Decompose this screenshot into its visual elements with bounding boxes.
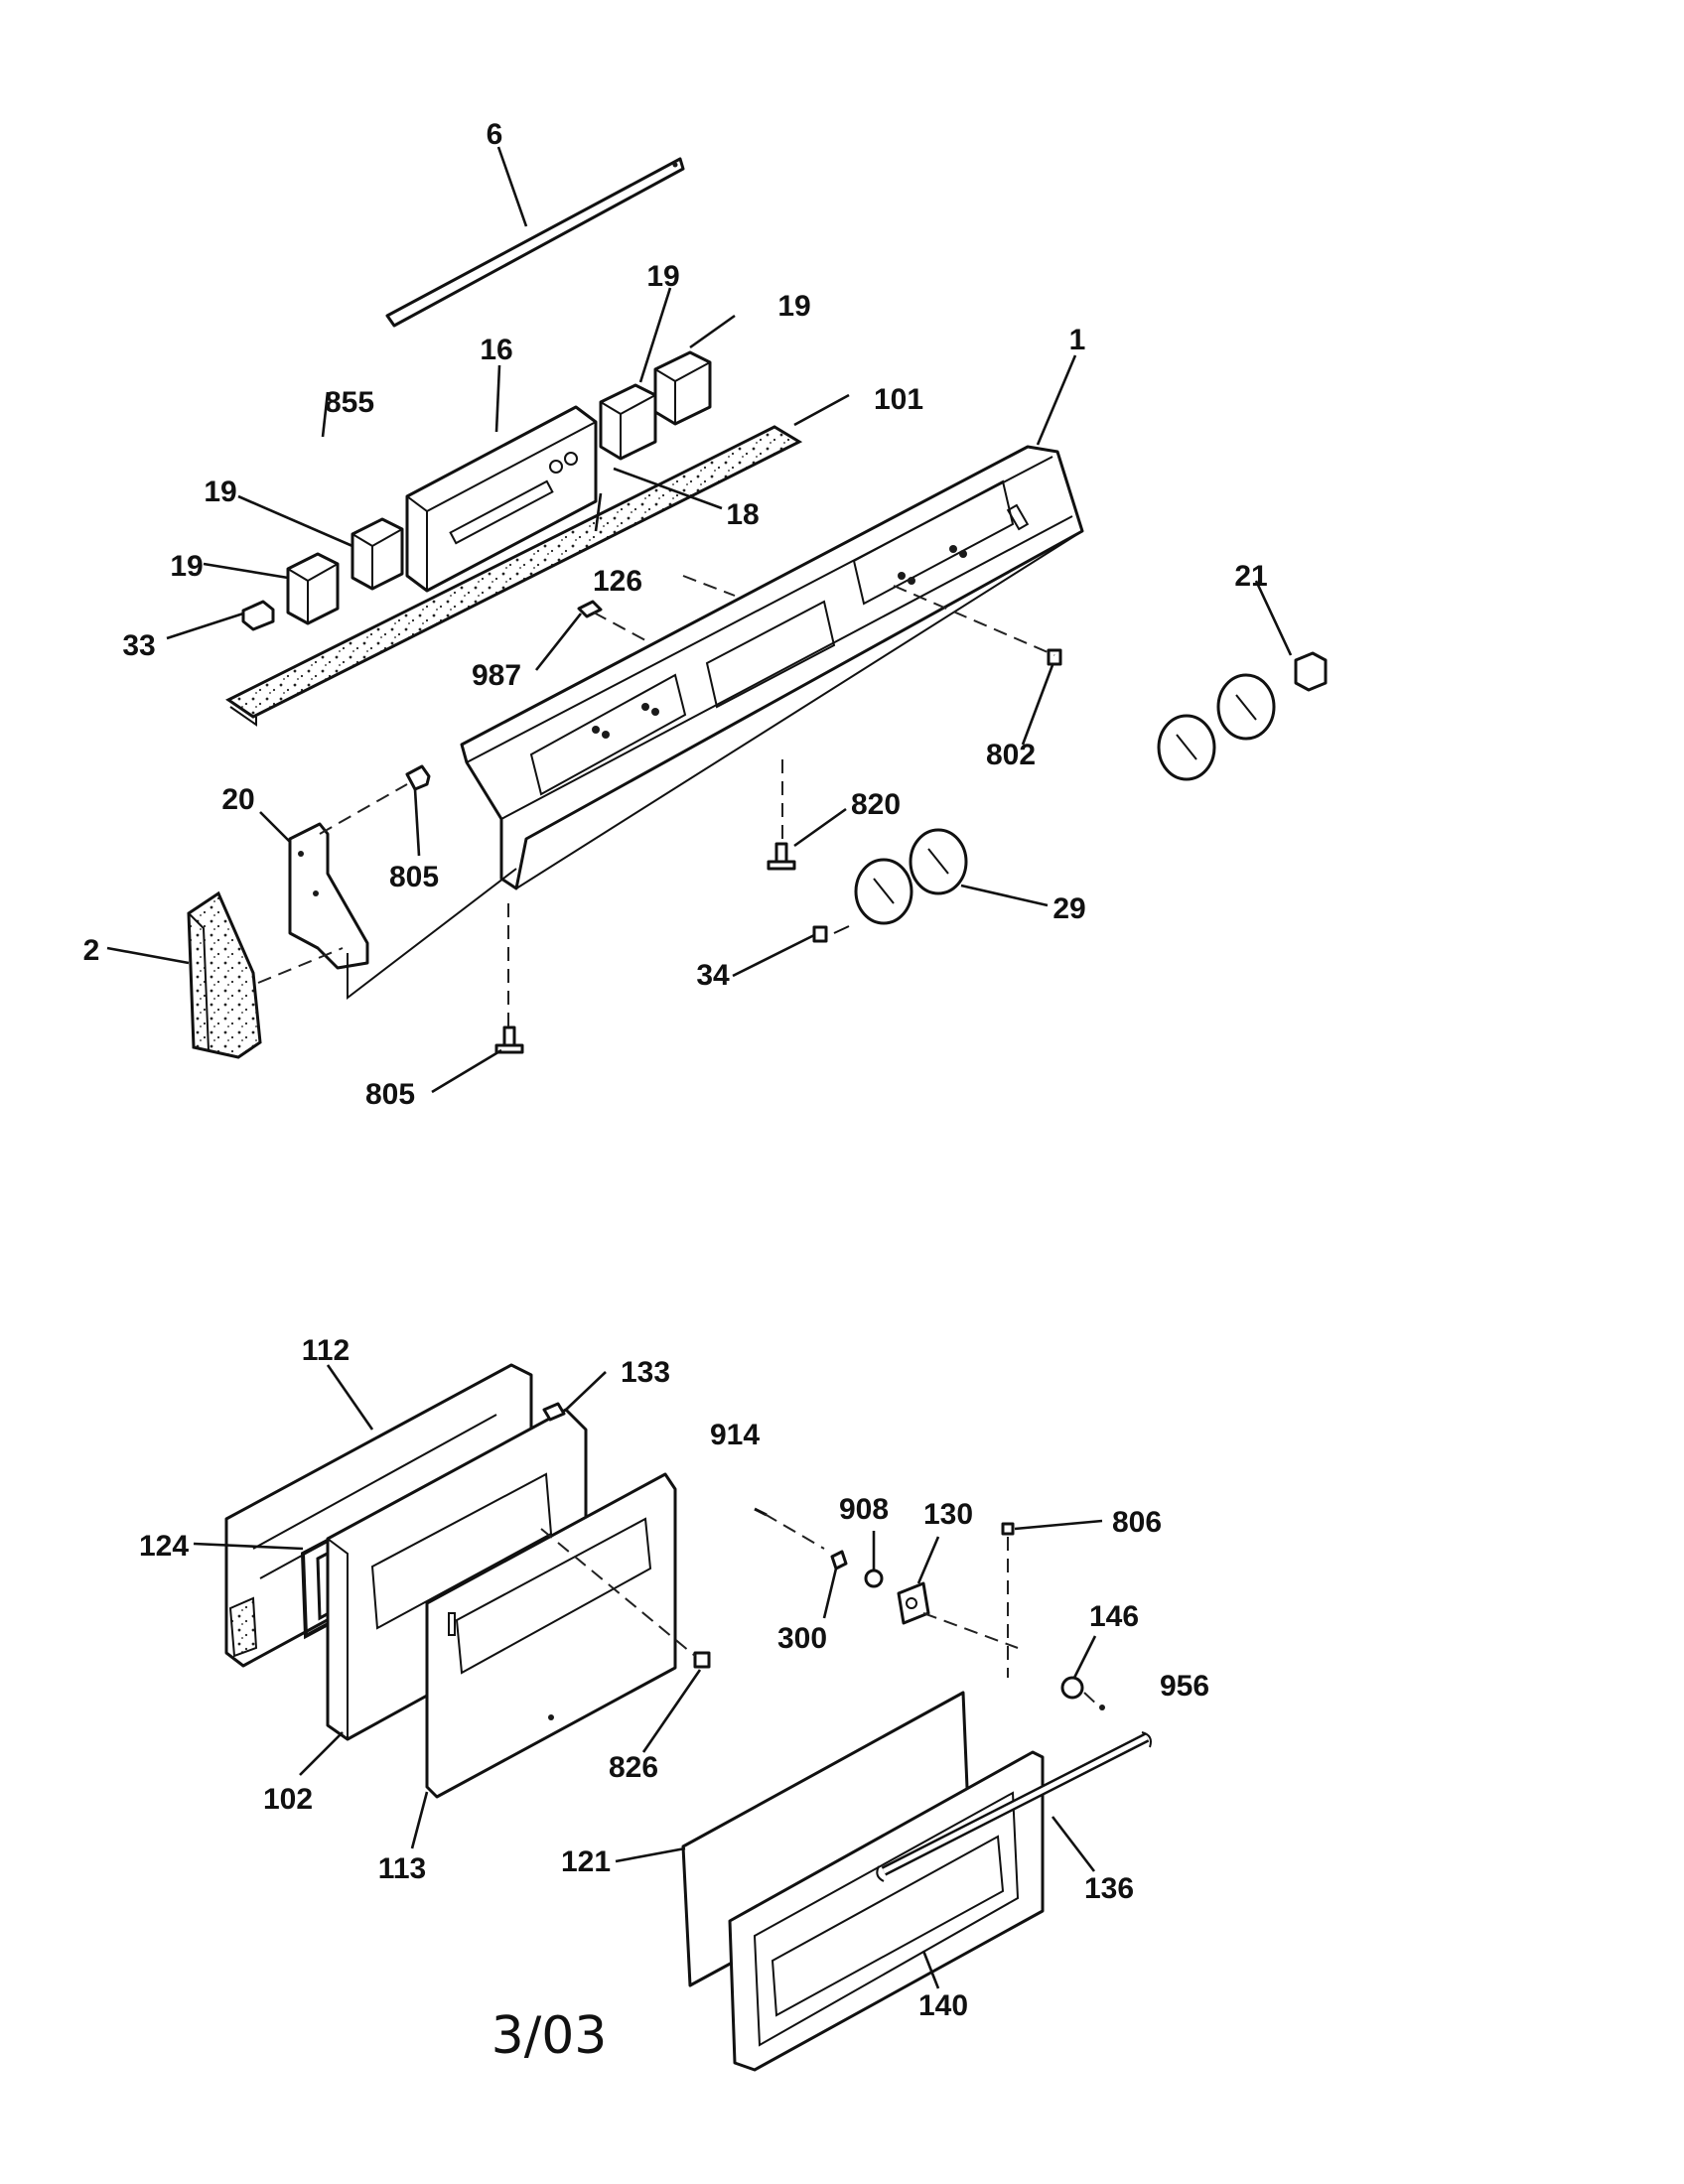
label-21: 21: [1234, 560, 1267, 593]
part-19-switch-b: [653, 350, 712, 426]
part-826-screw: [693, 1651, 711, 1669]
label-805: 805: [365, 1078, 415, 1111]
part-130-hinge-clip: [897, 1581, 930, 1625]
label-19: 19: [170, 550, 203, 583]
part-33-clip: [241, 600, 275, 631]
part-19-switch-d: [286, 552, 340, 625]
label-300: 300: [777, 1622, 827, 1655]
label-121: 121: [561, 1845, 611, 1878]
part-29-knob-b: [909, 828, 968, 895]
label-130: 130: [923, 1498, 973, 1531]
part-19-switch-a: [599, 383, 657, 461]
label-124: 124: [139, 1530, 189, 1563]
part-1-backguard: [460, 445, 1084, 890]
label-126: 126: [593, 565, 642, 598]
part-806-screw: [1001, 1522, 1015, 1536]
label-133: 133: [621, 1356, 670, 1389]
part-16-control-board: [405, 405, 598, 593]
label-826: 826: [609, 1751, 658, 1784]
label-806: 806: [1112, 1506, 1162, 1539]
label-34: 34: [696, 959, 730, 992]
part-knob-d: [1216, 673, 1276, 741]
part-101-bracket: [225, 425, 803, 727]
part-21-small-knob: [1294, 651, 1328, 692]
label-18: 18: [726, 498, 759, 531]
label-140: 140: [918, 1989, 968, 2022]
part-knob-c: [1157, 714, 1216, 781]
label-914: 914: [710, 1419, 760, 1451]
part-29-knob-a: [854, 858, 913, 925]
label-820: 820: [851, 788, 901, 821]
footer-date-code: 3/03: [491, 2006, 608, 2066]
label-102: 102: [263, 1783, 313, 1816]
label-19: 19: [777, 290, 810, 323]
label-101: 101: [874, 383, 923, 416]
part-19-switch-c: [351, 517, 404, 591]
label-19: 19: [646, 260, 679, 293]
part-805-screw-a: [405, 764, 431, 791]
label-908: 908: [839, 1493, 889, 1526]
part-113-liner: [425, 1472, 677, 1799]
part-300-screw: [830, 1550, 848, 1570]
label-146: 146: [1089, 1600, 1139, 1633]
label-20: 20: [221, 783, 254, 816]
label-29: 29: [1052, 892, 1085, 925]
part-802-screw: [1047, 648, 1062, 666]
part-34-screw: [812, 925, 828, 943]
label-136: 136: [1084, 1872, 1134, 1905]
part-6-strip: [385, 157, 685, 328]
part-2-end-cap: [187, 890, 262, 1059]
label-16: 16: [480, 334, 512, 366]
part-805-screw-b: [494, 1025, 524, 1054]
label-855: 855: [325, 386, 374, 419]
label-33: 33: [122, 629, 155, 662]
part-20-end-bracket: [288, 822, 369, 970]
label-802: 802: [986, 739, 1036, 771]
part-820-screw: [767, 842, 796, 871]
label-805: 805: [389, 861, 439, 893]
part-136-handle: [876, 1731, 1152, 1882]
part-133-clip: [542, 1402, 566, 1422]
part-908-washer: [864, 1569, 884, 1588]
part-987-clip: [577, 600, 603, 618]
label-112: 112: [302, 1334, 350, 1367]
label-19: 19: [204, 476, 236, 508]
part-956-pin: [1099, 1705, 1105, 1710]
label-987: 987: [472, 659, 521, 692]
label-2: 2: [83, 934, 100, 967]
label-956: 956: [1160, 1670, 1209, 1703]
label-6: 6: [487, 118, 503, 151]
part-146-knob: [1060, 1676, 1084, 1700]
label-1: 1: [1069, 324, 1086, 356]
label-113: 113: [378, 1852, 426, 1885]
